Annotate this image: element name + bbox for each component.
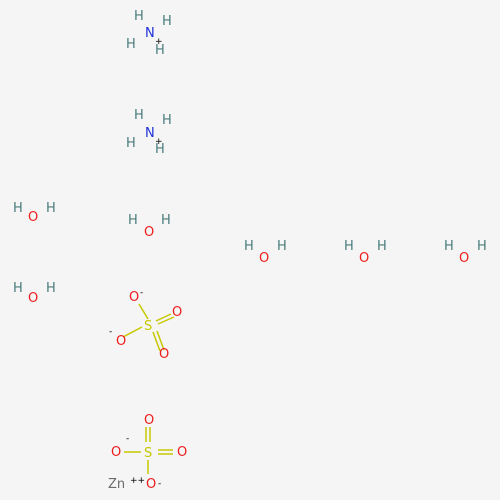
oxygen-atom: O [144, 225, 154, 240]
oxygen-atom: O [159, 347, 169, 362]
oxygen-atom: O [116, 334, 126, 349]
hydrogen-atom: H [277, 239, 287, 254]
water-molecule-1: H O H [13, 201, 56, 225]
oxygen-atom: O [129, 290, 139, 305]
nitrogen-atom: N [145, 126, 155, 141]
zinc-atom: Zn [108, 477, 125, 492]
hydrogen-atom: H [134, 108, 144, 123]
hydrogen-atom: H [162, 113, 172, 128]
water-molecule-4: H O H [344, 239, 387, 266]
hydrogen-atom: H [162, 14, 172, 29]
water-molecule-5: H O H [444, 239, 487, 266]
sulfate-bonds [122, 303, 175, 352]
positive-charge: + [155, 137, 163, 147]
water-molecule-2: H O H [128, 213, 171, 240]
oxygen-atom: O [172, 305, 182, 320]
negative-charge: - [126, 434, 129, 444]
ammonium-ion-2: H H N + H H [126, 108, 172, 157]
hydrogen-atom: H [126, 37, 136, 52]
hydrogen-atom: H [46, 201, 56, 216]
oxygen-atom: O [28, 210, 38, 225]
hydrogen-atom: H [13, 201, 23, 216]
hydrogen-atom: H [377, 239, 387, 254]
negative-charge: - [158, 479, 161, 489]
zinc-ion: Zn ++ [108, 476, 145, 492]
hydrogen-atom: H [46, 281, 56, 296]
sulfur-atom: S [144, 319, 152, 334]
ammonium-ion-1: H H N + H H [126, 9, 172, 58]
hydrogen-atom: H [477, 239, 487, 254]
hydrogen-atom: H [155, 43, 165, 58]
hydrogen-atom: H [126, 136, 136, 151]
oxygen-atom: O [111, 445, 121, 460]
sulfate-ion-2: O O - S O O - [111, 413, 187, 492]
hydrogen-atom: H [155, 142, 165, 157]
positive-charge: + [155, 37, 163, 47]
hydrogen-atom: H [444, 239, 454, 254]
hydrogen-atom: H [128, 213, 138, 228]
water-molecule-6: H O H [13, 281, 56, 306]
sulfate-ion-1: O - S O O O - [109, 288, 182, 362]
sulfate-bonds [124, 427, 173, 474]
oxygen-atom: O [146, 477, 156, 492]
hydrogen-atom: H [134, 9, 144, 24]
oxygen-atom: O [28, 291, 38, 306]
oxygen-atom: O [359, 251, 369, 266]
hydrogen-atom: H [344, 239, 354, 254]
oxygen-atom: O [177, 445, 187, 460]
double-positive-charge: ++ [130, 476, 145, 486]
hydrogen-atom: H [244, 239, 254, 254]
hydrogen-atom: H [13, 281, 23, 296]
nitrogen-atom: N [145, 26, 155, 41]
sulfur-atom: S [144, 446, 152, 461]
oxygen-atom: O [259, 251, 269, 266]
negative-charge: - [140, 288, 143, 298]
oxygen-atom: O [459, 251, 469, 266]
oxygen-atom: O [144, 413, 154, 428]
water-molecule-3: H O H [244, 239, 287, 266]
negative-charge: - [109, 327, 112, 337]
hydrogen-atom: H [161, 213, 171, 228]
